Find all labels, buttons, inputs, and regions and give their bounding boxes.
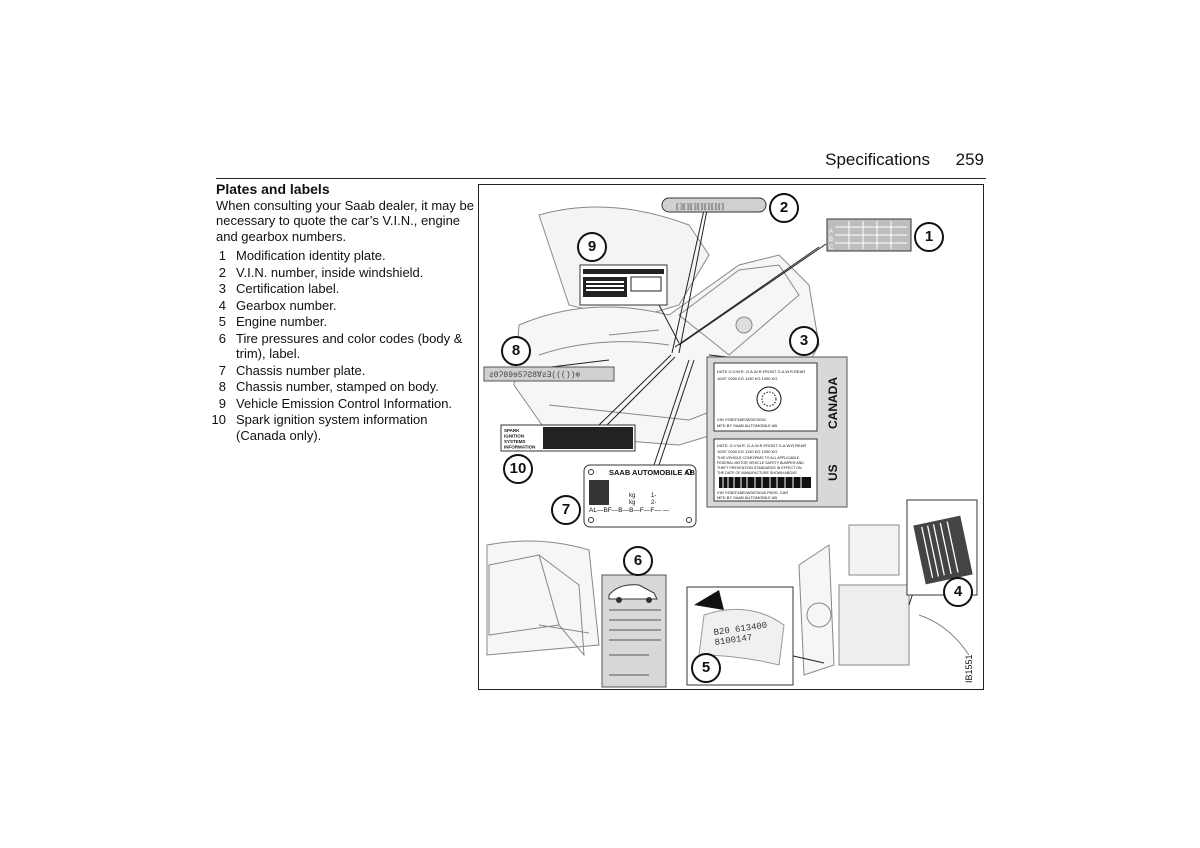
callout-5: 5: [691, 653, 721, 683]
svg-text:A: A: [829, 229, 833, 235]
item-text: Tire pressures and color codes (body & t…: [236, 330, 463, 362]
canada-row2: 10/97 2000 KG 1130 KG 1050 KG: [717, 376, 777, 381]
item-text: Gearbox number.: [236, 297, 337, 313]
leader-lines: [550, 209, 920, 664]
item-number: 7: [218, 362, 226, 378]
item-number: 5: [218, 314, 226, 329]
us-body4: THE DATE OF MANUFACTURE SHOWN ABOVE.: [717, 471, 798, 475]
us-mfd: MFD BY SAAB AUTOMOBILE AB: [717, 495, 777, 500]
item-number: 6: [218, 330, 226, 346]
car-door-drawing: [486, 540, 600, 657]
figure-id: IB1551: [964, 654, 974, 683]
plate7-kg2: kg: [629, 500, 635, 506]
list-item: 1 Modification identity plate.: [216, 248, 474, 264]
callout-1: 1: [914, 222, 944, 252]
plates-list: 1 Modification identity plate. 2 V.I.N. nu…: [212, 248, 474, 443]
us-body1: THIS VEHICLE CONFORMS TO ALL APPLICABLE: [717, 456, 800, 460]
illustration-drawing: ⟦⟧⟦⟧⟦⟧⟦⟧⟦⟧⟦⟧⟦⟧ A B C: [483, 197, 978, 688]
item-number: 4: [218, 297, 226, 313]
us-body2: FEDERAL MOTOR VEHICLE SAFETY BUMPER AND: [717, 461, 804, 465]
item-text: Certification label.: [236, 281, 340, 296]
item-text: V.I.N. number, inside windshield.: [236, 264, 424, 280]
us-body3: THEFT PREVENTION STANDARDS IN EFFECT ON: [717, 466, 802, 470]
canada-mfd: MFD BY SAAB AUTOMOBILE AB: [717, 423, 777, 428]
us-row1: DATE: G.V.W.R. G.A.W.R.FRONT G.A.W.R.REA…: [717, 443, 806, 448]
list-item: 6 Tire pressures and color codes (body & …: [216, 331, 474, 362]
intro-paragraph: When consulting your Saab dealer, it may…: [216, 197, 474, 244]
canada-label: CANADA: [826, 377, 840, 429]
page-number: 259: [955, 150, 984, 169]
item-text: Modification identity plate.: [236, 248, 386, 263]
page-header: Specifications 259: [216, 148, 986, 179]
item-text: Chassis number, stamped on body.: [236, 379, 439, 394]
us-row2: 10/97 2000 KG 1130 KG 1050 KG: [717, 449, 777, 454]
item-text: Engine number.: [236, 314, 328, 329]
plate7-one: 1-: [651, 493, 656, 499]
plate7-two: 2-: [651, 500, 656, 506]
spark-line-3: SYSTEMS: [504, 439, 526, 444]
callout-9: 9: [577, 232, 607, 262]
plate6-drawing: [601, 574, 667, 688]
plate9-drawing: [579, 264, 668, 306]
item-number: 1: [218, 248, 226, 263]
item-text: Chassis number plate.: [236, 362, 366, 378]
canada-vin: VIN YS3EF48E0W3070001: [717, 417, 767, 422]
callout-10: 10: [503, 454, 533, 484]
callout-7: 7: [551, 495, 581, 525]
list-item: 7 Chassis number plate.: [216, 363, 474, 379]
us-vin: VIN YS3EF48E0W3070040 PASS. CAR: [717, 490, 788, 495]
spark-line-2: IGNITION: [504, 434, 524, 439]
item-number: 3: [218, 281, 226, 296]
section-heading: Plates and labels: [216, 181, 330, 197]
spark-line-4: INFORMATION: [504, 445, 535, 450]
plate10-drawing: SPARK IGNITION SYSTEMS INFORMATION: [500, 424, 636, 452]
section-title: Specifications: [825, 150, 930, 169]
item-text: Spark ignition system information (Canad…: [236, 412, 428, 443]
plate7-kg1: kg: [629, 493, 635, 499]
list-item: 4 Gearbox number.: [216, 298, 474, 314]
callout-2: 2: [769, 193, 799, 223]
callout-6: 6: [623, 546, 653, 576]
text-column: Plates and labels When consulting your S…: [212, 181, 474, 443]
plate2-pattern: ⟦⟧⟦⟧⟦⟧⟦⟧⟦⟧⟦⟧⟦⟧: [676, 203, 725, 211]
item-number: 8: [218, 379, 226, 394]
svg-text:C: C: [829, 245, 834, 251]
spark-line-1: SPARK: [504, 428, 520, 433]
list-item: 10 Spark ignition system information (Can…: [212, 412, 474, 443]
callout-4: 4: [943, 577, 973, 607]
list-item: 2 V.I.N. number, inside windshield.: [216, 265, 474, 281]
list-item: 8 Chassis number, stamped on body.: [216, 379, 474, 395]
plate7-title: SAAB AUTOMOBILE AB: [609, 468, 696, 477]
plates-illustration: ⟦⟧⟦⟧⟦⟧⟦⟧⟦⟧⟦⟧⟦⟧ A B C: [478, 184, 984, 690]
plate7-code: AL—BF—B—B—F—F— —: [589, 507, 670, 514]
item-number: 10: [211, 412, 226, 427]
callout-3: 3: [789, 326, 819, 356]
item-text: Vehicle Emission Control Information.: [236, 395, 453, 411]
item-number: 2: [218, 264, 226, 280]
plate3-drawing: DATE G.V.W.R. G.A.W.R.FRONT G.A.W.R.REAR…: [706, 356, 848, 508]
svg-text:B: B: [829, 237, 833, 243]
item-number: 9: [218, 395, 226, 411]
canada-row1: DATE G.V.W.R. G.A.W.R.FRONT G.A.W.R.REAR: [717, 369, 805, 374]
list-item: 3 Certification label.: [216, 281, 474, 297]
plate1-drawing: A B C: [826, 218, 912, 252]
list-item: 5 Engine number.: [216, 314, 474, 330]
plate7-drawing: SAAB AUTOMOBILE AB kg kg 1- 2- AL—BF—B—B…: [583, 464, 697, 528]
engine-bay-drawing: [798, 524, 970, 676]
list-item: 9 Vehicle Emission Control Information.: [216, 396, 474, 412]
callout-8: 8: [501, 336, 531, 366]
us-label: US: [826, 464, 840, 481]
plate8-stamp: ƨ0ʔ89ɘ5ʔƧ8ⱯƨƎ((())⊕: [489, 370, 580, 380]
